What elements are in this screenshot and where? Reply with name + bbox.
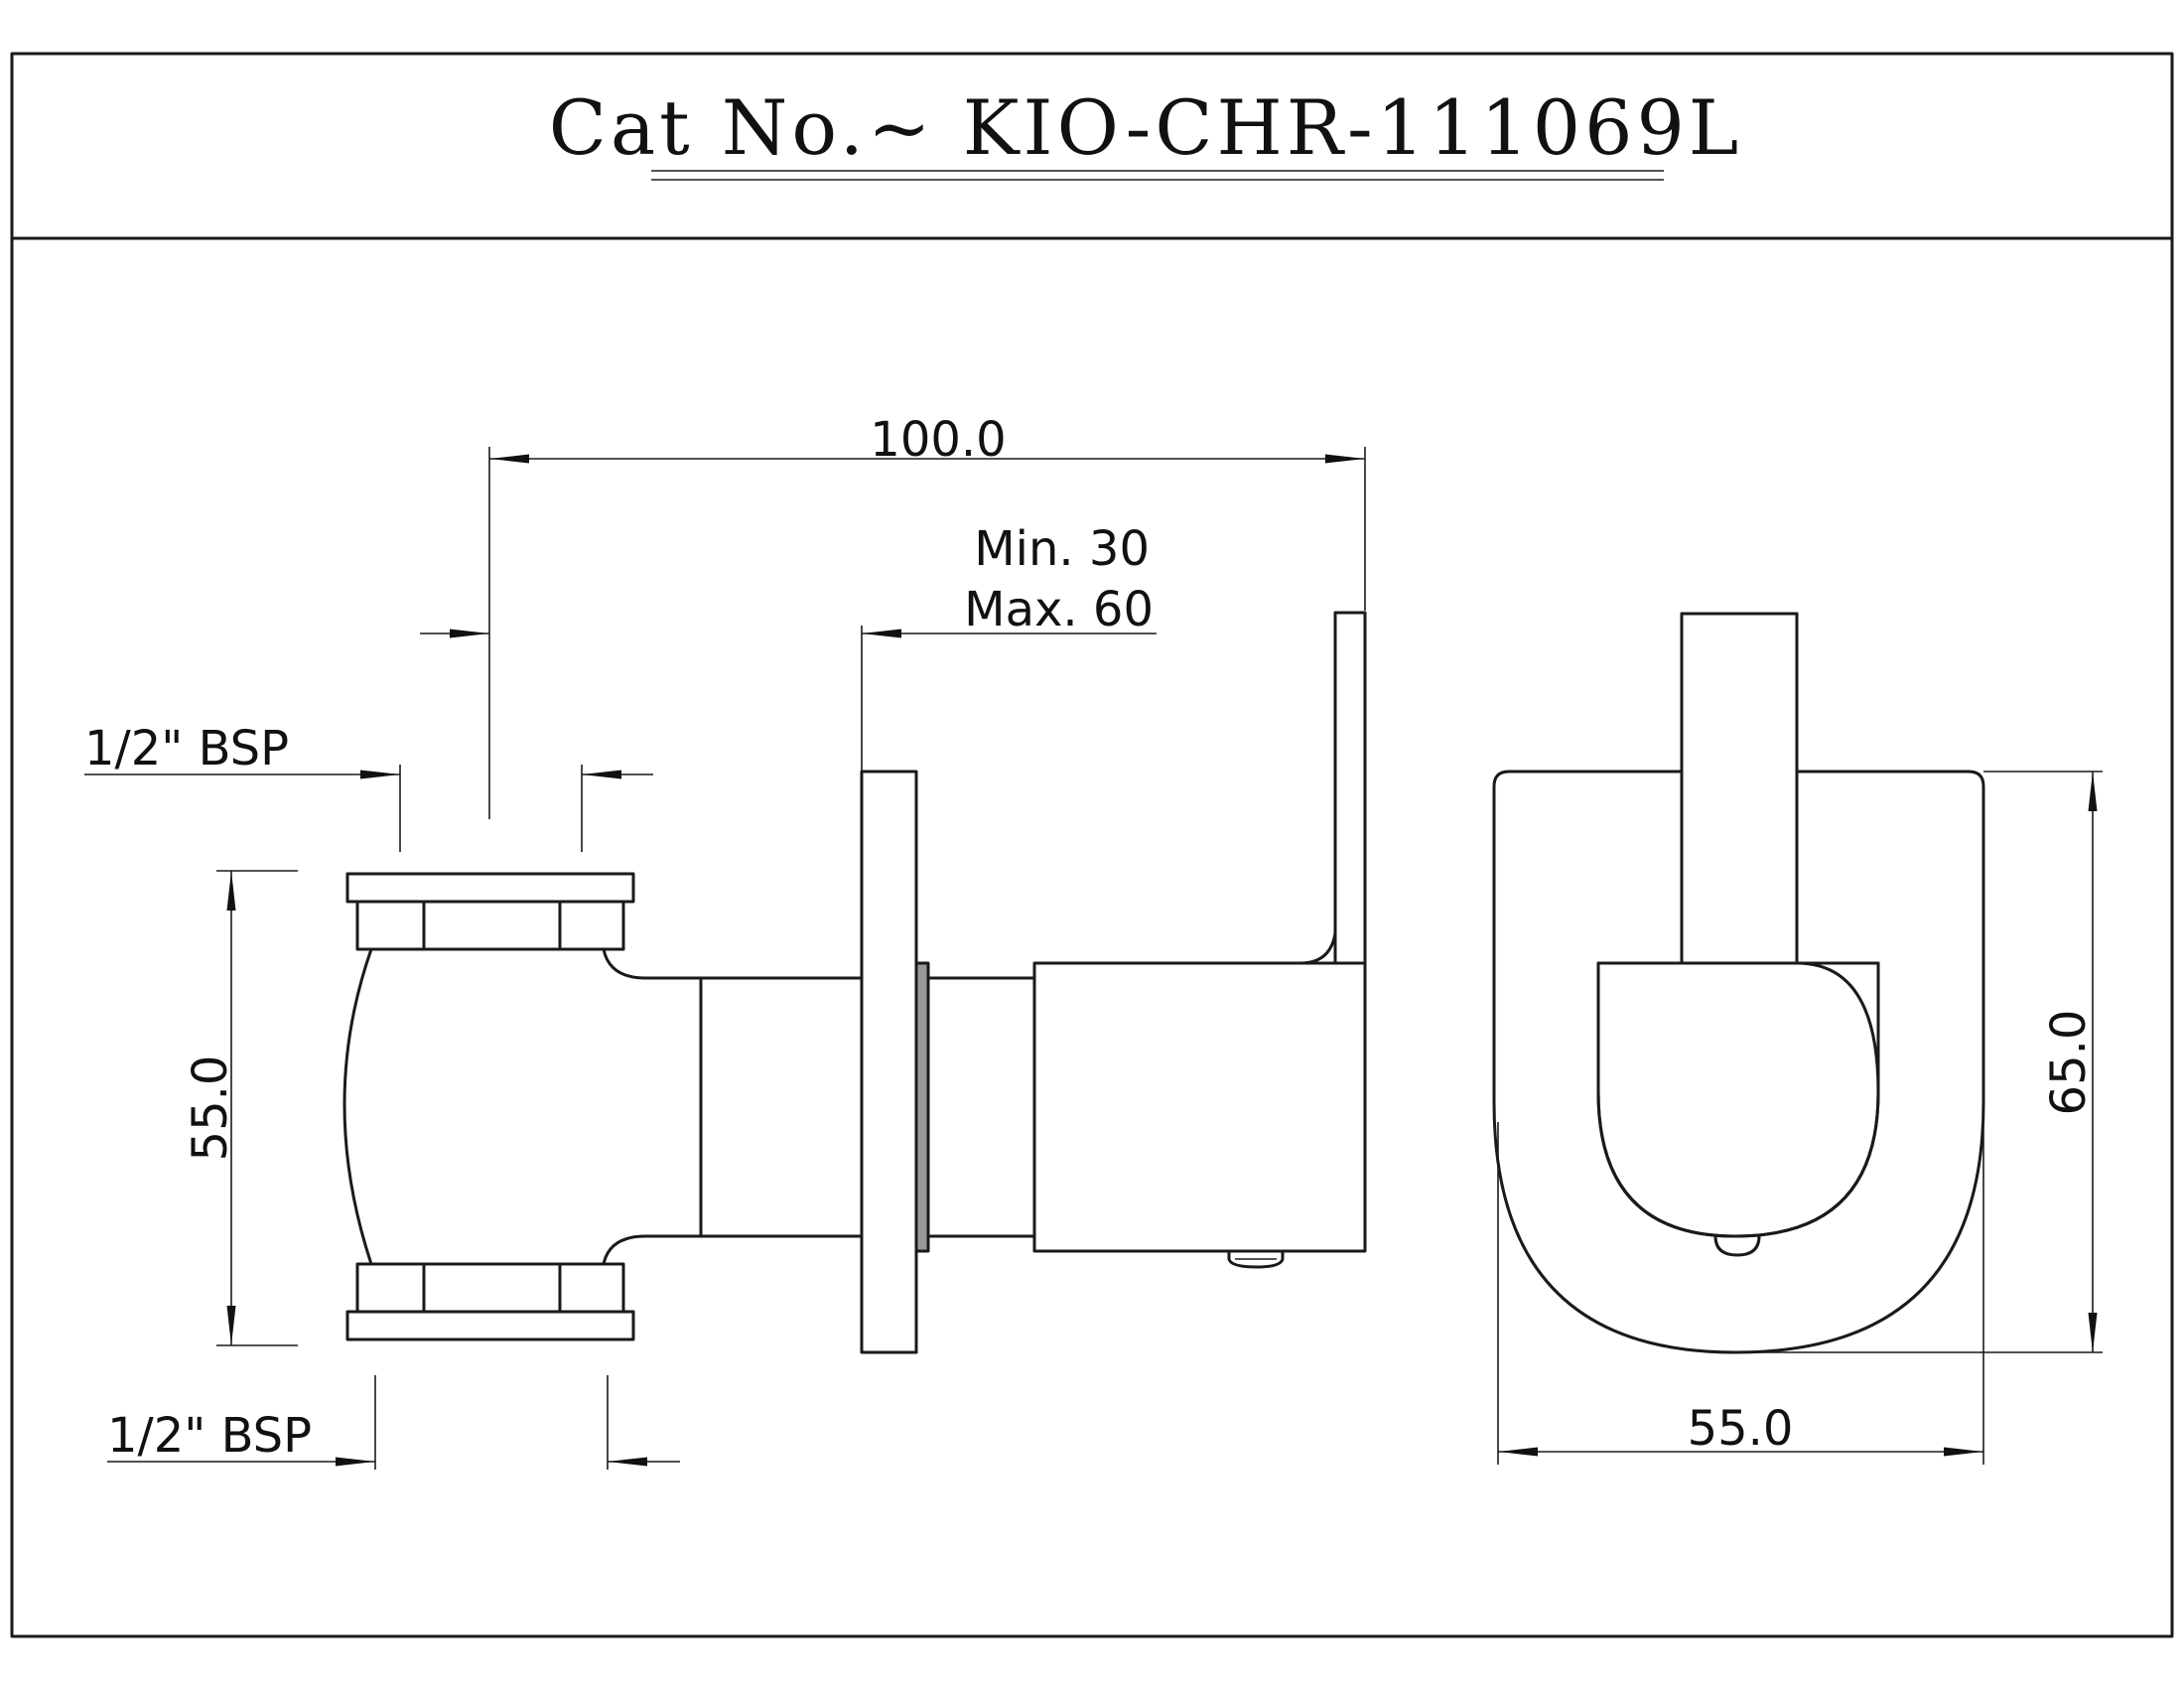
dim-side-height: 55.0 xyxy=(183,1055,238,1162)
dim-overall-depth: 100.0 xyxy=(870,412,1006,468)
body-bottom-edge xyxy=(602,1234,864,1266)
dimension-front-width: 55.0 xyxy=(1497,1122,1984,1465)
top-nut-body xyxy=(355,900,625,951)
wall-plate xyxy=(860,770,918,1354)
gasket xyxy=(914,961,930,1253)
dim-front-width: 55.0 xyxy=(1688,1401,1794,1457)
front-view xyxy=(1492,612,1985,1354)
valve-body-curve xyxy=(342,947,373,1266)
dimension-bsp-top: 1/2" BSP xyxy=(84,721,653,852)
body-top-edge xyxy=(602,947,864,980)
dim-front-height: 65.0 xyxy=(2041,1010,2097,1116)
border-frame xyxy=(10,52,2174,1638)
bottom-nut-body xyxy=(355,1262,625,1314)
front-grub-screw xyxy=(1713,1234,1761,1257)
front-lever xyxy=(1680,612,1799,965)
catalog-number: Cat No.~ KIO-CHR-111069L xyxy=(549,83,1743,172)
dimension-front-height: 65.0 xyxy=(1735,771,2103,1353)
side-view xyxy=(342,611,1367,1354)
dim-min: Min. 30 xyxy=(974,521,1150,577)
dimension-wall-range: Min. 30 Max. 60 xyxy=(420,521,1157,772)
handle-body xyxy=(1032,961,1367,1253)
grub-screw xyxy=(1227,1249,1285,1269)
dimension-bsp-bottom: 1/2" BSP xyxy=(107,1375,680,1470)
dim-bsp-inlet: 1/2" BSP xyxy=(84,721,289,776)
handle-lever xyxy=(1333,611,1367,965)
bottom-nut-cap xyxy=(345,1310,635,1341)
dimension-100: 100.0 xyxy=(488,412,1366,819)
top-nut-cap xyxy=(345,872,635,904)
title-block: Cat No.~ KIO-CHR-111069L xyxy=(549,83,1743,181)
dim-max: Max. 60 xyxy=(964,582,1154,637)
dim-bsp-outlet: 1/2" BSP xyxy=(107,1408,312,1464)
dimension-side-height: 55.0 xyxy=(183,870,298,1346)
